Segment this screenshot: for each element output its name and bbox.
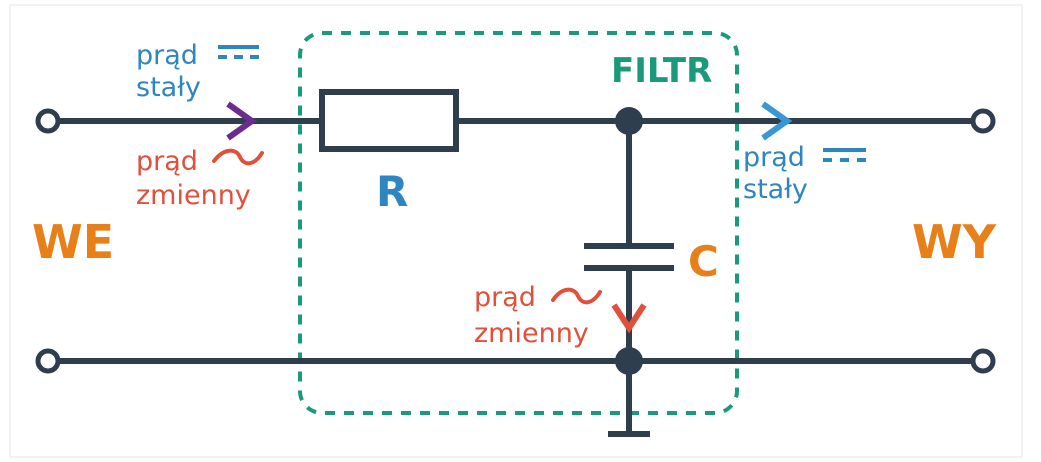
ac-symbol-icon (212, 148, 264, 166)
filter-dashed-box (298, 31, 739, 415)
resistor-label: R (376, 167, 408, 216)
filter-label: FILTR (611, 51, 712, 91)
resistor-symbol (319, 89, 459, 152)
output-arrow-icon (761, 101, 793, 141)
terminal-out-top (970, 108, 996, 134)
junction-top (615, 107, 643, 135)
dc-symbol-icon (218, 45, 259, 59)
dc-output-label-line1: prąd (743, 142, 805, 173)
ac-input-label-line2: zmienny (136, 180, 251, 211)
ac-capacitor-label-line2: zmienny (474, 318, 589, 349)
junction-bottom (615, 347, 643, 375)
ac-input-label-line1: prąd (136, 146, 198, 177)
ac-symbol-icon (551, 287, 602, 305)
input-arrow-icon (226, 101, 258, 141)
terminal-out-bottom (970, 348, 996, 374)
diagram-border (9, 4, 1023, 458)
dc-input-label-line2: stały (136, 72, 201, 103)
dc-input-label-line1: prąd (136, 40, 198, 71)
dc-symbol-icon (823, 148, 866, 162)
input-label: WE (32, 215, 114, 269)
dc-output-label-line2: stały (743, 174, 808, 205)
capacitor-label: C (688, 237, 719, 286)
terminal-in-top (35, 108, 61, 134)
terminal-in-bottom (35, 348, 61, 374)
capacitor-ac-arrow-icon (611, 303, 647, 334)
output-label: WY (912, 215, 997, 269)
ac-capacitor-label-line1: prąd (474, 282, 536, 313)
